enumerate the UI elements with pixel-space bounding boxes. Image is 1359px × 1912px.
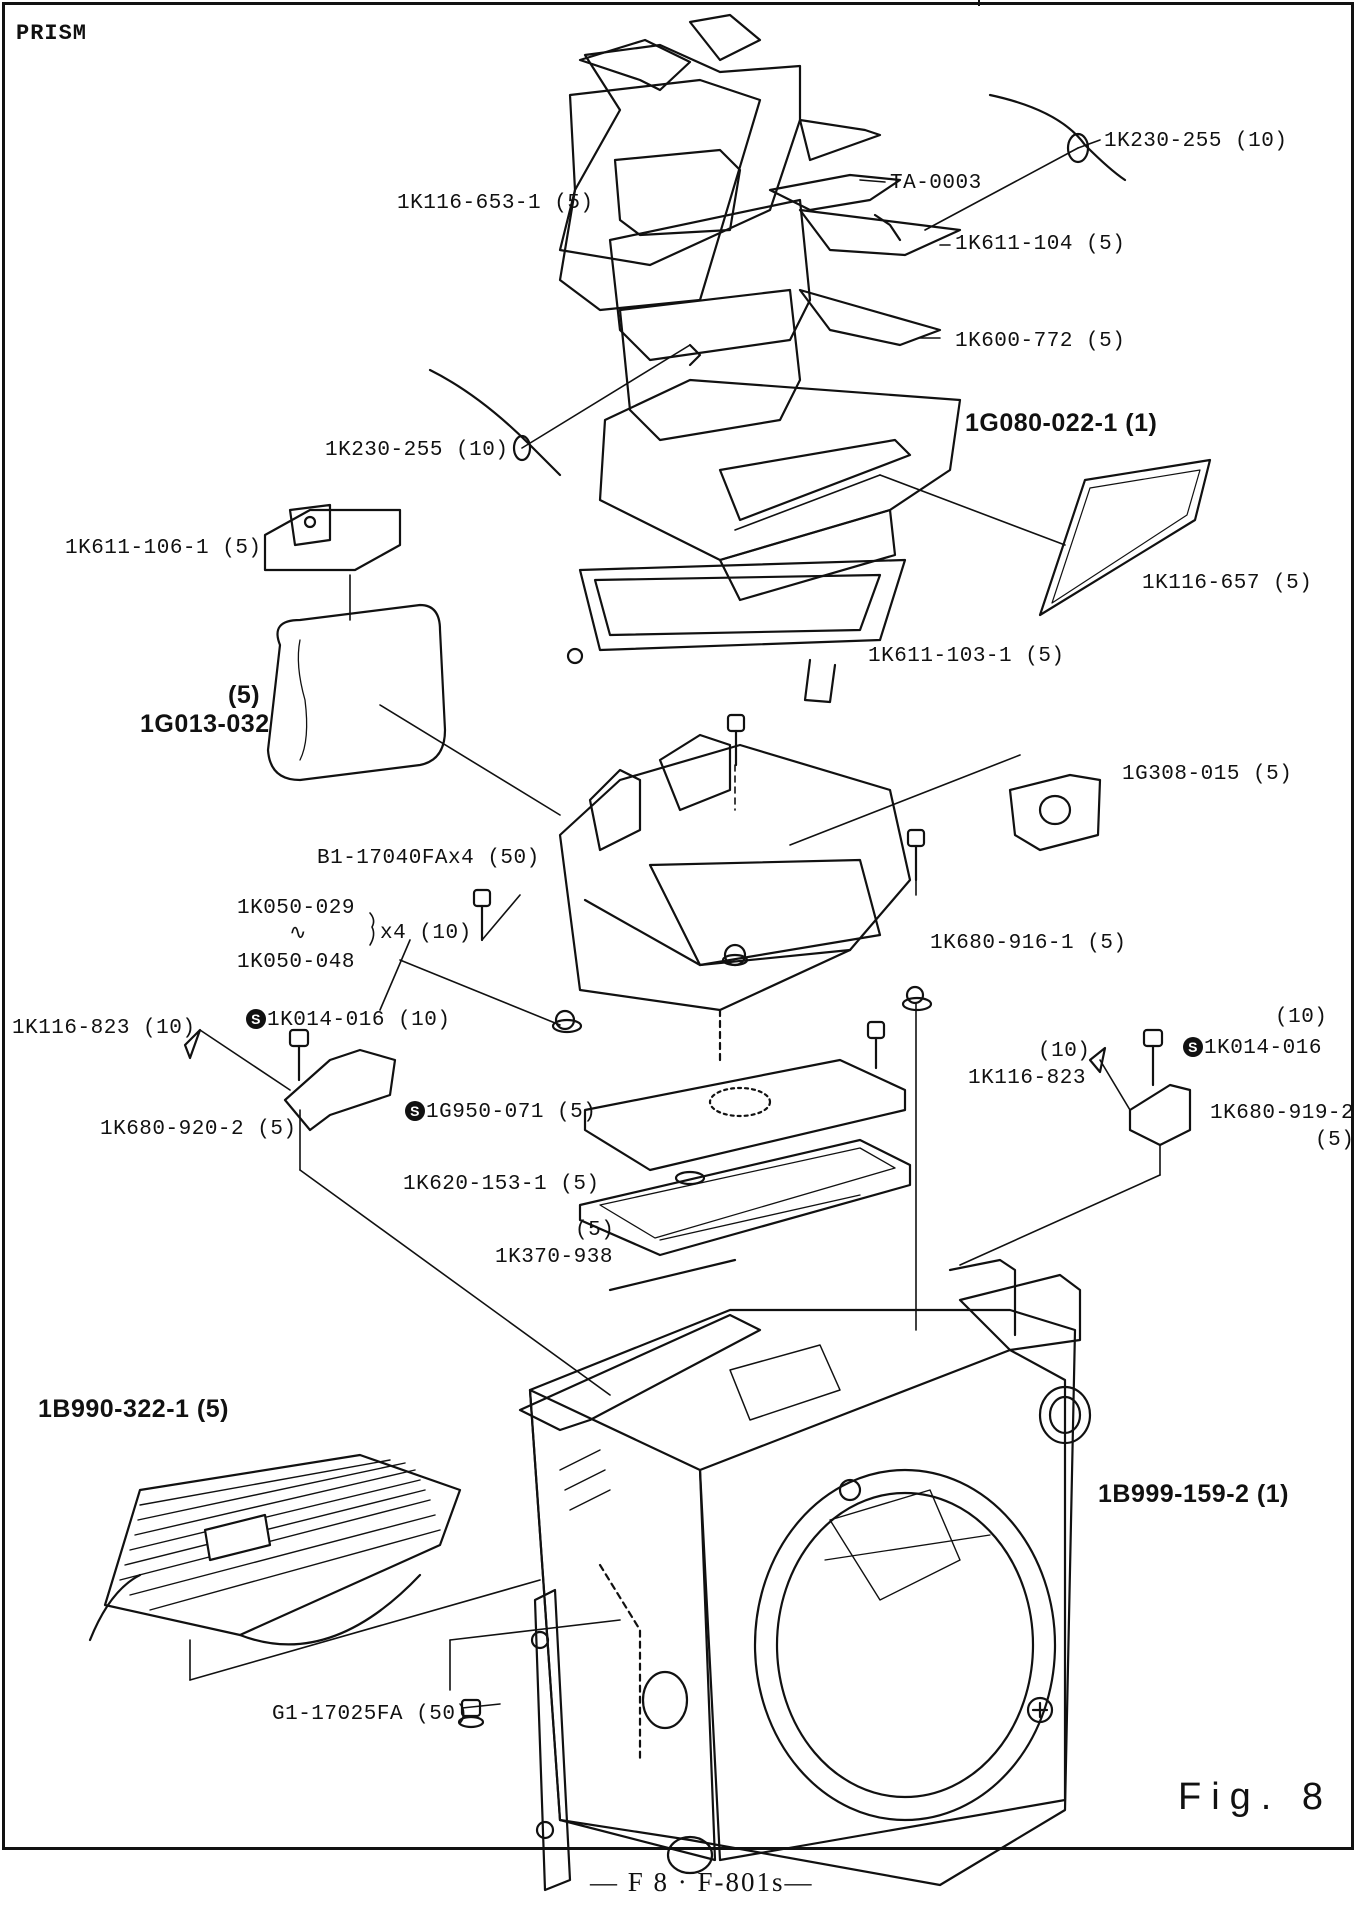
callout-1k116-657: 1K116-657 (5) [1142,572,1313,595]
plate-1b990-322 [88,1453,462,1646]
page-footer: — F 8 · F-801s— [590,1867,814,1897]
bracket-1k611-106 [263,503,402,572]
callout-1k116-823-left: 1K116-823 (10) [12,1017,196,1040]
callout-1b999-159-2: 1B999-159-2 (1) [1098,1480,1289,1508]
callout-ta-0003: TA-0003 [890,172,982,195]
eyepiece-block-1g013 [266,603,447,782]
springs-1k230-255 [428,93,1127,477]
callout-1g308-015: 1G308-015 (5) [1122,763,1293,786]
figure-label: Fig. 8 [1178,1776,1334,1818]
callout-1k611-104: 1K611-104 (5) [955,233,1126,256]
callout-g1-17025fa: G1-17025FA (50) [272,1703,469,1726]
callout-1k611-106-1: 1K611-106-1 (5) [65,537,262,560]
callout-range-symbol: ∿ [289,923,308,946]
callout-1k680-916-1: 1K680-916-1 (5) [930,932,1127,955]
callout-1k600-772: 1K600-772 (5) [955,330,1126,353]
callout-1k620-153-1: 1K620-153-1 (5) [403,1173,600,1196]
callout-1k014-016-right-qty: (10) [1275,1006,1328,1029]
service-mark-icon: S [246,1009,266,1030]
screws-and-washers [472,713,933,1186]
callout-1k050-048: 1K050-048 [237,951,355,974]
callout-1k680-919-2: 1K680-919-2 [1210,1102,1355,1125]
camera-body-1b999 [518,1258,1092,1892]
service-mark-icon: S [1183,1037,1203,1058]
screw-left [472,888,492,942]
mirror-box-housing [554,733,925,1062]
screw-right [906,828,926,882]
callout-1k116-653-1: 1K116-653-1 (5) [397,192,594,215]
callout-1k370-938: 1K370-938 [495,1246,613,1269]
callout-1k680-920-2: 1K680-920-2 (5) [100,1118,297,1141]
callout-1k116-823-right-qty: (10) [1038,1040,1091,1063]
screen-frame-1k620 [578,1138,912,1257]
callout-x4-qty: x4 (10) [380,922,472,945]
callout-1k230-255-top: 1K230-255 (10) [1104,130,1288,153]
callout-1k370-938-qty: (5) [575,1219,615,1242]
focusing-screen-1g950 [583,1058,907,1172]
screw-mid-right [866,1020,886,1070]
section-title: PRISM [16,21,88,46]
callout-1k050-029: 1K050-029 [237,897,355,920]
callout-1k230-255-left: 1K230-255 (10) [325,439,509,462]
side-parts [183,1028,1192,1147]
prism-cover-1k116-653 [558,13,902,312]
prism-bracket-1g308 [1008,773,1102,852]
leader-lines [189,139,1161,1709]
prism-body-1g080 [566,378,962,704]
callout-1g080-022-1: 1G080-022-1 (1) [965,409,1158,437]
service-mark-icon: S [405,1101,425,1122]
pin-1k370-938 [608,1258,737,1292]
callout-1k611-103-1: 1K611-103-1 (5) [868,645,1065,668]
callout-b1-17040fa: B1-17040FAx4 (50) [317,847,540,870]
callout-1b990-322-1: 1B990-322-1 (5) [38,1395,229,1423]
top-border-tick [978,0,980,6]
callout-1g013-032-qty: (5) [228,681,261,709]
prism-plates-stack [608,198,962,442]
screw-top-center [726,713,746,767]
callout-1g013-032: 1G013-032 [140,710,270,738]
eyepiece-glass-1k116-657 [1038,458,1212,617]
callout-1k116-823-right: 1K116-823 [968,1067,1086,1090]
callout-1k680-919-2-qty: (5) [1315,1129,1355,1152]
